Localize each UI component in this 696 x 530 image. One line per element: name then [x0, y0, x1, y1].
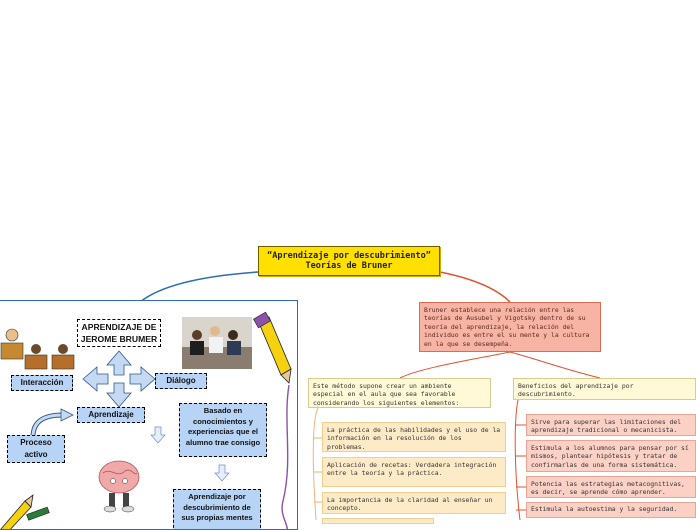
bruner-infographic-image[interactable]: APRENDIZAJE DE JEROME BRUMER Interacción… — [0, 300, 298, 530]
aprendizaje-label: Aprendizaje — [77, 407, 145, 423]
connector-beneficios-children — [515, 400, 520, 520]
metodo-child-1[interactable]: La práctica de las habilidades y el uso … — [322, 422, 506, 452]
metodo-child-4-partial — [322, 518, 434, 524]
pencil-icon-2 — [1, 495, 49, 530]
down-arrow-icon-2 — [215, 465, 229, 481]
descubrimiento-label: Aprendizaje por descubrimiento de sus pr… — [173, 489, 261, 530]
connector-root-right — [440, 272, 510, 302]
metodo-child-2[interactable]: Aplicación de recetas: Verdadera integra… — [322, 457, 506, 487]
beneficios-node[interactable]: Beneficios del aprendizaje por descubrim… — [513, 378, 696, 400]
students-icon — [1, 329, 74, 369]
bruner-node[interactable]: Bruner establece una relación entre las … — [419, 302, 601, 352]
beneficios-child-3[interactable]: Potencia las estrategias metacognitivas,… — [526, 476, 696, 498]
proceso-activo-line2: activo — [8, 449, 64, 461]
central-topic-line1: “Aprendizaje por descubrimiento” — [259, 251, 439, 261]
beneficios-child-4[interactable]: Estimula la autoestima y la seguridad. — [526, 502, 696, 518]
infographic-title-line1: APRENDIZAJE DE — [78, 321, 160, 333]
connector-bruner-metodo — [400, 352, 510, 378]
metodo-node[interactable]: Este método supone crear un ambiente esp… — [308, 378, 491, 408]
beneficios-child-1[interactable]: Sirve para superar las limitaciones del … — [526, 414, 696, 436]
four-way-arrow-icon — [83, 351, 155, 407]
brain-character-icon — [99, 461, 139, 512]
connector-bruner-beneficios — [510, 352, 600, 378]
down-arrow-icon — [151, 427, 165, 443]
interaccion-label: Interacción — [11, 375, 73, 391]
group-photo — [182, 317, 252, 369]
curved-arrow-icon — [33, 409, 73, 437]
pencil-icon — [253, 312, 291, 383]
central-topic-line2: Teorías de Bruner — [259, 261, 439, 271]
connector-root-left — [140, 272, 258, 302]
proceso-activo-line1: Proceso — [8, 437, 64, 449]
beneficios-child-2[interactable]: Estimula a los alumnos para pensar por s… — [526, 440, 696, 472]
metodo-child-3[interactable]: La importancia de la claridad al enseñar… — [322, 492, 506, 514]
purple-curve — [282, 385, 289, 530]
dialogo-label: Diálogo — [155, 373, 207, 389]
proceso-activo-label: Proceso activo — [7, 435, 65, 463]
infographic-title-line2: JEROME BRUMER — [78, 333, 160, 345]
infographic-title: APRENDIZAJE DE JEROME BRUMER — [77, 319, 161, 347]
central-topic[interactable]: “Aprendizaje por descubrimiento” Teorías… — [258, 246, 440, 276]
basado-en-label: Basado en conocimientos y experiencias q… — [179, 403, 267, 457]
connector-metodo-children — [313, 408, 318, 520]
